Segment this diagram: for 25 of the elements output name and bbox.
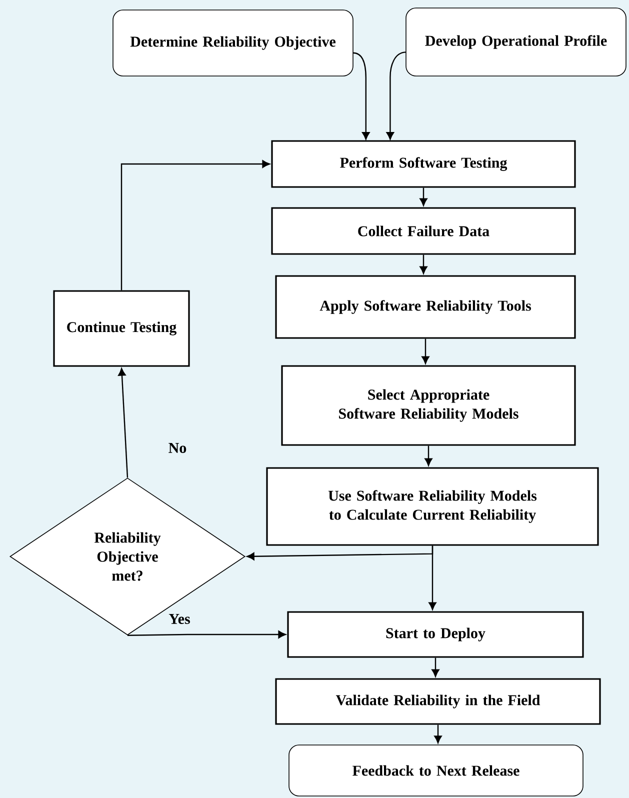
arrow [424,446,432,466]
arrow [420,188,428,206]
process-box: Validate Reliability in the Field [275,678,601,725]
process-box: Continue Testing [53,290,190,367]
arrow [127,630,286,638]
terminal-box: Develop Operational Profile [406,8,626,76]
arrow [118,368,128,478]
terminal-box: Determine Reliability Objective [112,10,354,76]
arrow [386,52,406,140]
process-box: Apply Software Reliability Tools [275,275,576,339]
arrow [422,338,430,364]
arrow [428,546,436,610]
arrow [120,160,270,290]
process-box: Collect Failure Data [271,207,576,255]
process-box: Start to Deploy [287,611,584,658]
process-box: Use Software Reliability Models to Calculate Current Reliability [266,467,599,546]
arrow [420,254,428,274]
process-box: Select Appropriate Software Reliability Models [281,365,576,446]
arrow [432,658,440,677]
edge-label: Yes [168,613,192,625]
process-box: Perform Software Testing [271,140,576,188]
edge-label: No [167,442,188,454]
arrow [434,724,442,744]
arrow [352,52,370,140]
terminal-box: Feedback to Next Release [288,744,584,796]
